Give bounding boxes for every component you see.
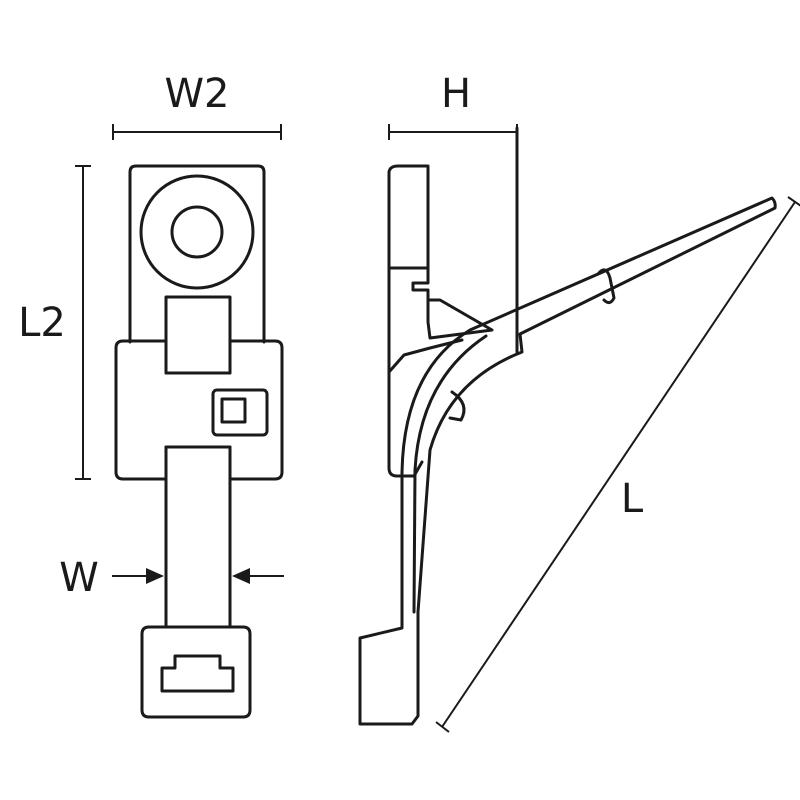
label-w2: W2 bbox=[165, 71, 230, 117]
dim-w-left-arrow bbox=[146, 568, 164, 584]
mount-plate bbox=[128, 164, 266, 344]
dim-l-tick-top bbox=[787, 196, 800, 207]
side-step-profile bbox=[387, 266, 430, 302]
label-w: W bbox=[59, 555, 99, 601]
screw-hole-inner bbox=[170, 205, 224, 259]
label-h: H bbox=[441, 71, 471, 117]
lock-window-outer bbox=[211, 388, 269, 437]
side-wedge bbox=[426, 298, 494, 340]
strap-tip bbox=[140, 625, 252, 719]
strap-curve-outer bbox=[400, 196, 777, 614]
screw-hole-outer bbox=[139, 174, 255, 290]
front-view bbox=[114, 164, 284, 719]
side-head-bulge bbox=[387, 338, 464, 374]
side-view bbox=[358, 126, 777, 726]
tie-strap bbox=[164, 445, 232, 629]
label-l: L bbox=[621, 476, 644, 522]
strap-band bbox=[596, 268, 616, 305]
label-l2: L2 bbox=[18, 300, 66, 346]
strap-curve-inner bbox=[412, 334, 488, 614]
dim-l-tick-bottom bbox=[435, 721, 450, 733]
tie-head-body bbox=[114, 339, 284, 481]
dim-l-line bbox=[441, 201, 796, 728]
strap-tip-slot bbox=[160, 654, 235, 693]
dimensions: W2 H L2 W L bbox=[18, 71, 800, 733]
side-head-lip bbox=[448, 390, 466, 422]
side-strap-tip bbox=[358, 608, 420, 726]
dim-w-right-arrow bbox=[232, 568, 250, 584]
mount-neck bbox=[164, 295, 232, 375]
lock-window-inner bbox=[220, 397, 247, 424]
side-plate-front bbox=[387, 164, 430, 270]
side-back-plate bbox=[387, 170, 424, 478]
